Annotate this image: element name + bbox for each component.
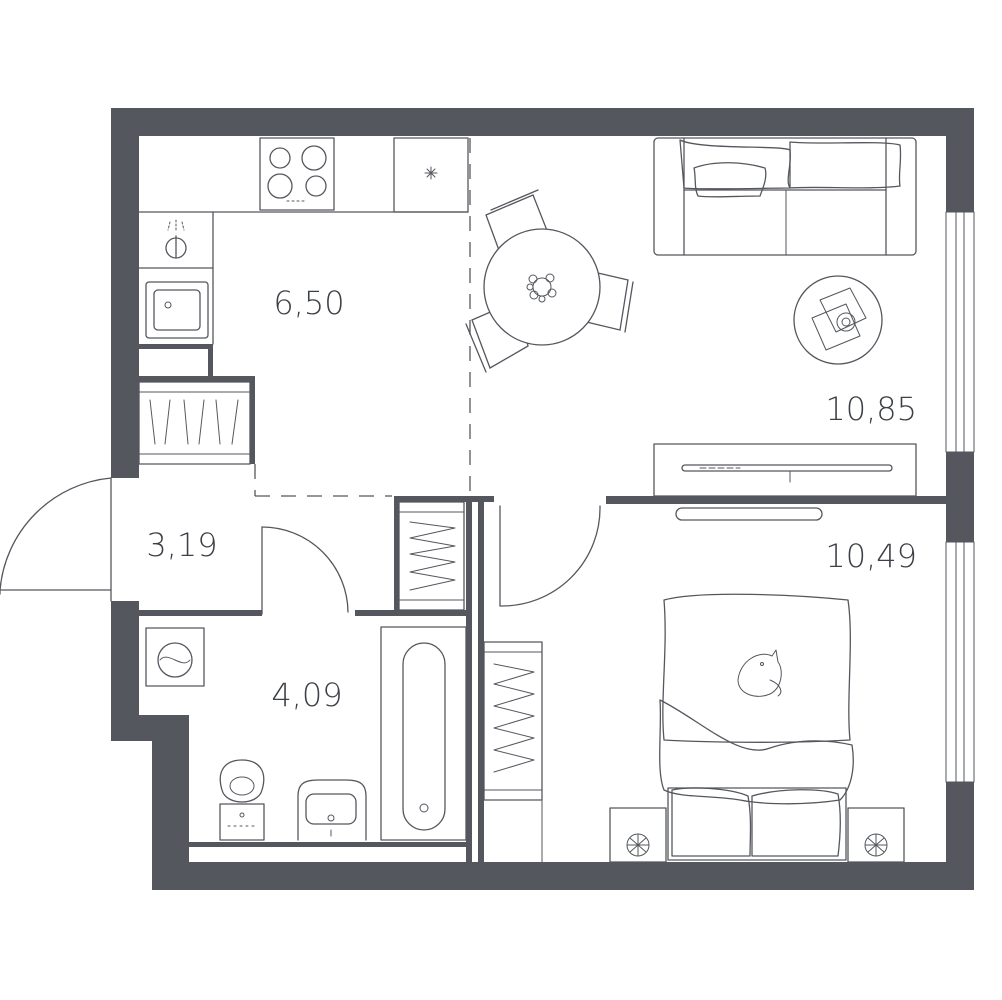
sink-icon (145, 281, 209, 339)
door-swing-icon (0, 477, 601, 615)
area-labels: 6,50 10,85 3,19 4,09 10,49 (146, 284, 917, 714)
nightstand-icon (609, 807, 905, 863)
bed-icon (659, 593, 854, 861)
wardrobe-icon (138, 381, 251, 465)
toilet-icon (219, 759, 265, 841)
walls (111, 108, 974, 890)
stove-icon (259, 137, 335, 211)
tv-bedroom-icon (675, 507, 823, 521)
kitchen-area-label: 6,50 (273, 284, 344, 322)
living-area-label: 10,85 (825, 390, 917, 428)
faucet-icon (165, 219, 187, 259)
zone-boundary (254, 138, 471, 497)
dining-table-icon (465, 189, 634, 373)
fridge-icon (393, 137, 469, 213)
bedroom-area-label: 10,49 (825, 537, 917, 575)
washing-machine-icon (145, 627, 205, 687)
bathtub-icon (380, 626, 467, 841)
tv-icon (653, 443, 917, 497)
kitchen-counter (138, 211, 469, 345)
windows (945, 211, 975, 783)
coffee-table-icon (793, 275, 883, 365)
hall-wardrobe-icon (398, 501, 465, 611)
sofa-icon (653, 137, 917, 256)
cat-icon (737, 649, 782, 697)
wardrobe-bedroom-icon (483, 641, 543, 863)
washbasin-icon (297, 779, 367, 841)
hall-area-label: 3,19 (146, 526, 217, 564)
bathroom-area-label: 4,09 (271, 676, 342, 714)
